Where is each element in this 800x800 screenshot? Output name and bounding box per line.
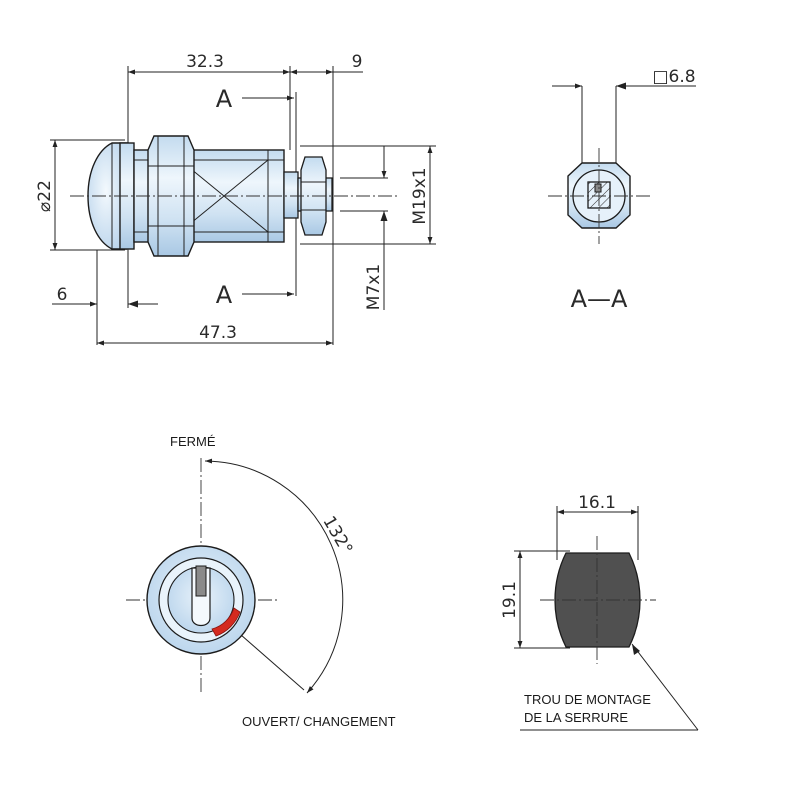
dim-label-height: 19.1	[500, 581, 520, 619]
label-open: OUVERT/ CHANGEMENT	[242, 714, 396, 729]
dim-label-m7: M7x1	[364, 264, 384, 310]
key-slot	[195, 565, 207, 597]
cutout-view: 16.1 19.1 TROU DE MONTAGE DE LA SERRURE	[500, 493, 699, 731]
cutout-label-line1: TROU DE MONTAGE	[524, 692, 651, 707]
cam-spacer	[283, 171, 299, 219]
dim-arrow-m7	[380, 211, 388, 221]
label-closed: FERMÉ	[170, 434, 216, 449]
open-indicator-mark	[211, 607, 241, 637]
leader-arrow	[632, 644, 640, 655]
dim-arrow-6	[128, 300, 138, 308]
dim-label-9: 9	[352, 52, 363, 72]
section-marker-top: A	[216, 85, 233, 113]
dim-arrow-square	[616, 82, 626, 90]
dim-label-47-3: 47.3	[199, 323, 237, 343]
side-view: 32.3 9 ⌀22 M19x1 M7x1 6 47.3 A A	[35, 52, 436, 346]
key-profile	[594, 183, 602, 193]
angle-label: 132°	[318, 513, 356, 558]
dim-label-diameter: ⌀22	[35, 180, 55, 212]
leader-line	[631, 643, 699, 731]
dim-label-6: 6	[57, 285, 68, 305]
front-view: FERMÉ OUVERT/ CHANGEMENT 132°	[126, 434, 396, 729]
cutout-label-line2: DE LA SERRURE	[524, 710, 628, 725]
dim-label-square: □6.8	[652, 67, 695, 87]
section-marker-bottom: A	[216, 281, 233, 309]
dim-label-32-3: 32.3	[186, 52, 224, 72]
rotation-arc	[204, 458, 344, 694]
section-caption: A—A	[571, 285, 628, 313]
dim-label-m19: M19x1	[410, 167, 430, 224]
section-view: □6.8 A—A	[548, 67, 696, 313]
dim-label-width: 16.1	[578, 493, 616, 513]
